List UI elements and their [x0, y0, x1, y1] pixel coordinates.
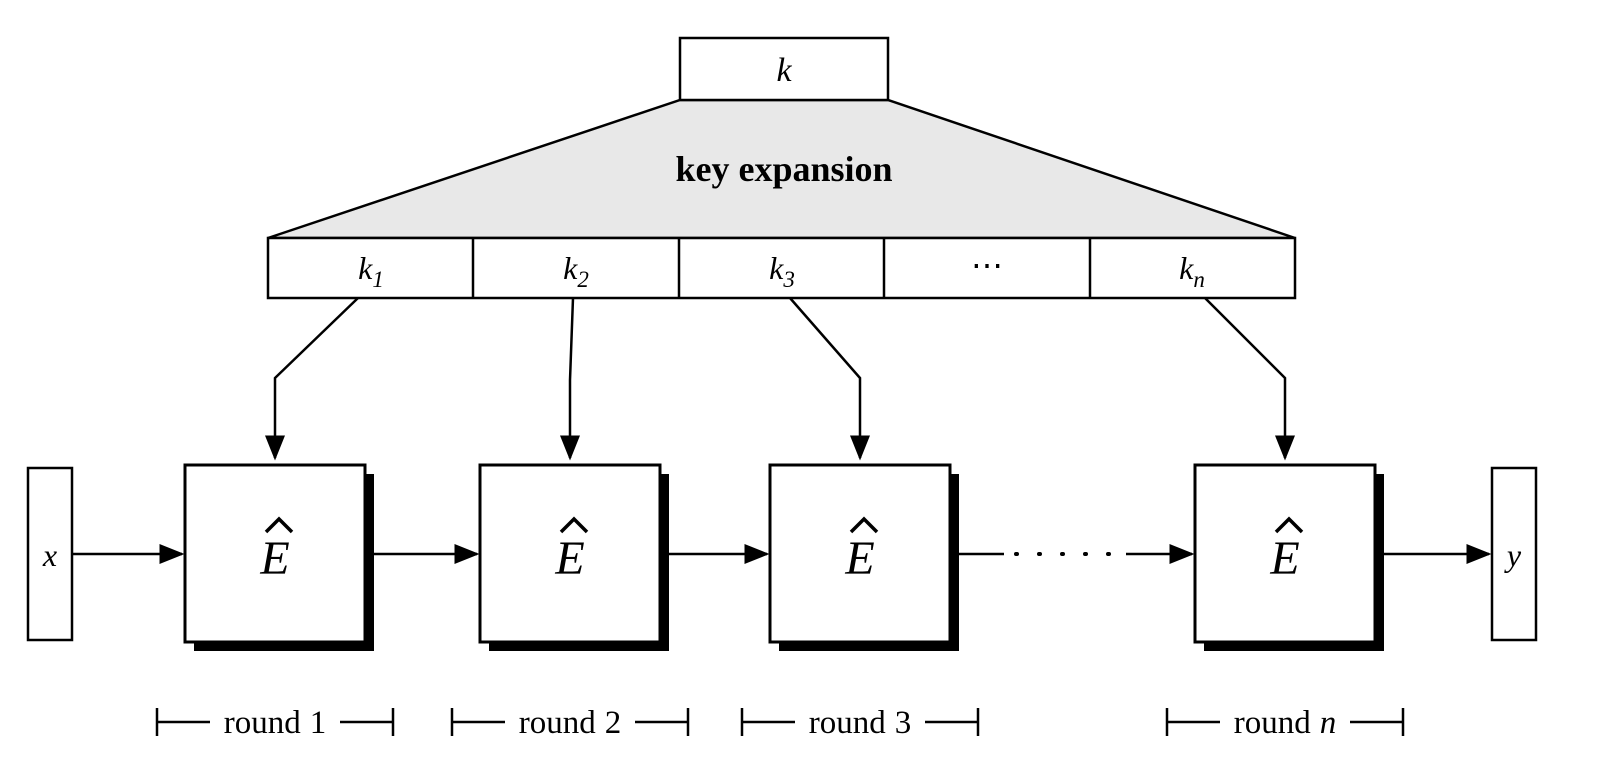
round-number: 1: [310, 705, 327, 741]
round-function-letter-n: E: [1269, 532, 1299, 585]
hat-accent-2: [559, 516, 589, 534]
subkey-base: k: [358, 250, 373, 286]
hat-accent-3: [849, 516, 879, 534]
round-word: round: [1234, 705, 1311, 741]
round-word: round: [519, 705, 596, 741]
subkey-arrow-n: [1204, 297, 1295, 461]
subkey-label-k3: k3: [769, 250, 795, 292]
round-number: n: [1320, 705, 1337, 741]
output-label: y: [1504, 537, 1522, 573]
subkey-arrow-3: [789, 297, 870, 461]
round-number: 3: [895, 705, 912, 741]
subkey-label-k2: k2: [563, 250, 589, 292]
subkey-subscript: 1: [372, 267, 384, 292]
key-label: k: [776, 52, 792, 89]
subkey-base: ⋯: [971, 247, 1003, 283]
round-word: round: [809, 705, 886, 741]
subkey-label-k1: k1: [358, 250, 384, 292]
subkey-label-ellipsis: ⋯: [971, 247, 1003, 283]
round-word: round: [224, 705, 301, 741]
subkey-subscript: 3: [782, 267, 795, 292]
subkey-base: k: [769, 250, 784, 286]
round-function-letter-2: E: [554, 532, 584, 585]
hat-accent-1: [264, 516, 294, 534]
key-box: [678, 36, 890, 102]
output-box: [1490, 466, 1538, 642]
input-label: x: [42, 537, 57, 573]
subkey-subscript: 2: [577, 267, 589, 292]
round-number: 2: [605, 705, 622, 741]
input-box: [26, 466, 74, 642]
subkey-row: [266, 236, 1297, 300]
round-box-n: [1193, 463, 1377, 644]
subkey-arrow-1: [265, 297, 359, 461]
subkey-arrow-2: [560, 297, 580, 461]
round-box-3: [768, 463, 952, 644]
hat-accent-n: [1274, 516, 1304, 534]
round-function-letter-1: E: [259, 532, 289, 585]
subkey-label-kn: kn: [1179, 250, 1205, 292]
subkey-subscript: n: [1193, 267, 1205, 292]
key-expansion-label: key expansion: [675, 149, 892, 189]
subkey-base: k: [563, 250, 578, 286]
subkey-base: k: [1179, 250, 1194, 286]
round-function-letter-3: E: [844, 532, 874, 585]
